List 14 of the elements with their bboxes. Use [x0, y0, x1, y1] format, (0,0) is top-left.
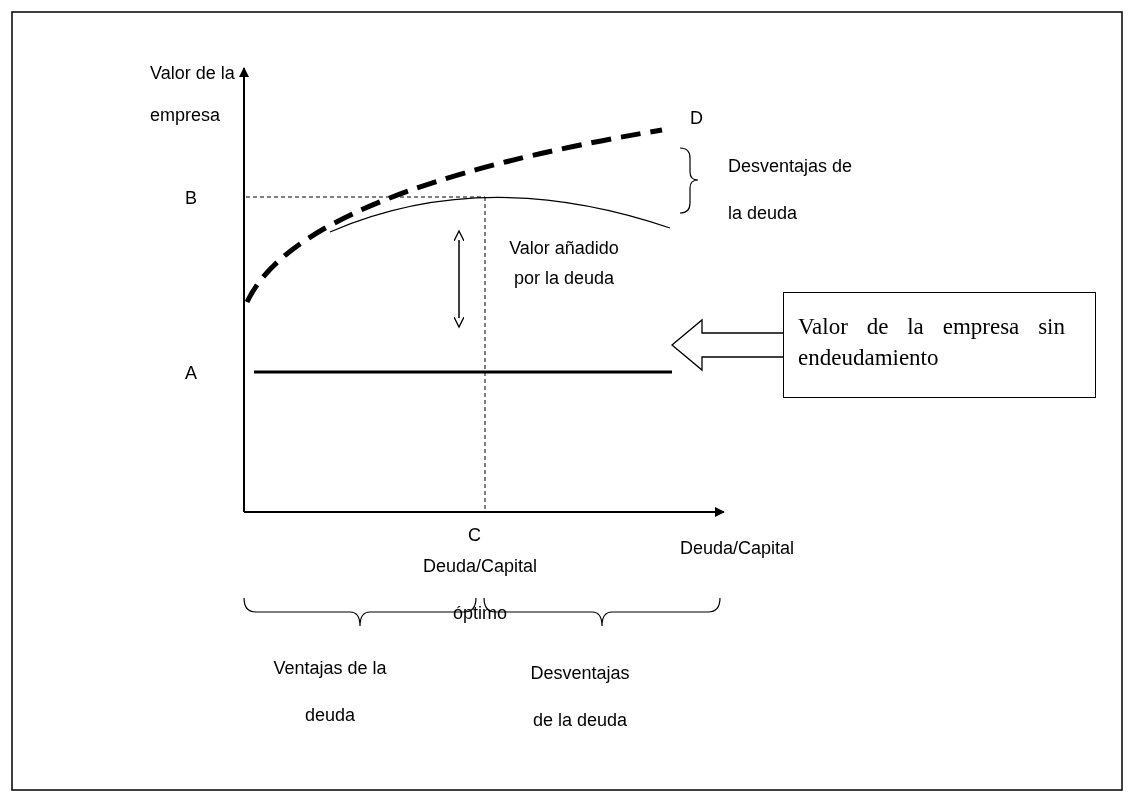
- annotation-text: Ventajas de la deuda: [272, 657, 388, 727]
- hollow-arrow: [671, 318, 784, 372]
- point-label: D: [690, 107, 704, 130]
- annotation-text: Desventajas de la deuda: [529, 662, 631, 732]
- axis-label: Valor de la empresa: [150, 62, 236, 127]
- axis-label: Deuda/Capital: [680, 537, 796, 560]
- baseline-value-line: [254, 370, 672, 374]
- annotation-text: Deuda/Capital óptimo: [421, 555, 539, 625]
- point-label: B: [185, 187, 198, 210]
- annotation-text: Valor añadido por la deuda: [508, 237, 620, 290]
- point-label: A: [185, 362, 198, 385]
- point-label: C: [468, 524, 482, 547]
- text-box: Valor de la empresa sin endeudamiento: [783, 292, 1096, 398]
- annotation-text: Desventajas de la deuda: [728, 155, 854, 225]
